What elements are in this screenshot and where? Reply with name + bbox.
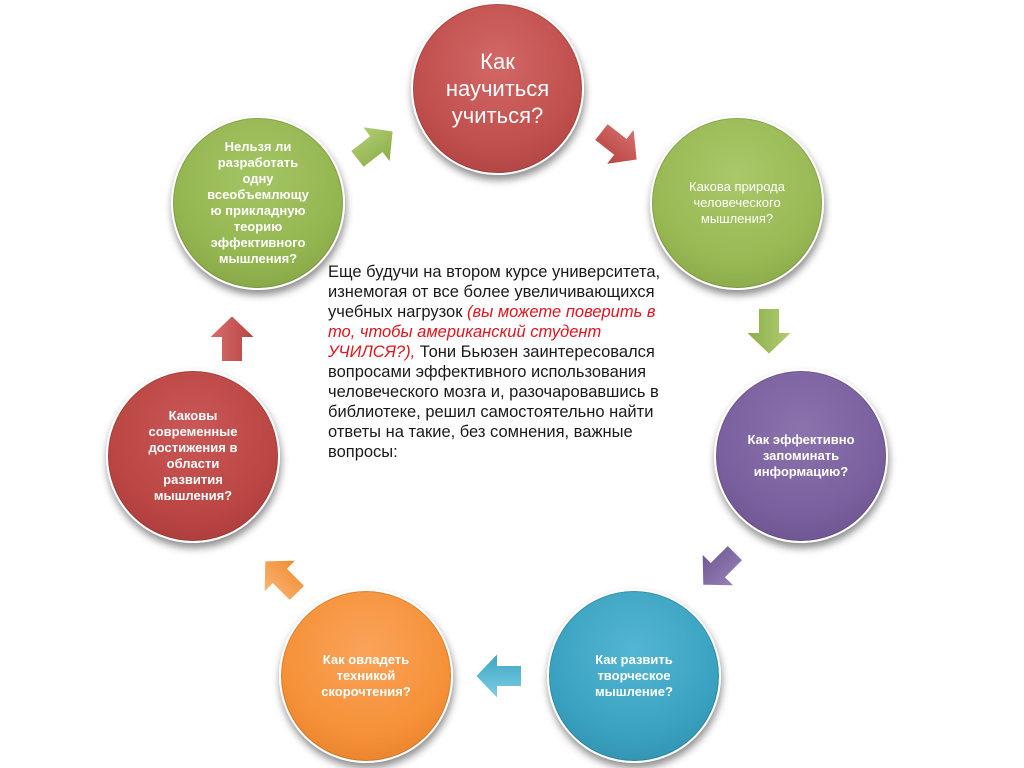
circle-label: Как развить творческое мышление? (595, 652, 673, 699)
arrow-left-to-upper-left (205, 313, 259, 363)
circle-nature-of-thinking: Какова природа человеческого мышления? (650, 116, 824, 290)
circle-speed-reading: Как овладеть техникой скорочтения? (279, 589, 453, 763)
circle-label: Как научиться учиться? (445, 49, 550, 128)
circle-memorize: Как эффективно запоминать информацию? (714, 369, 888, 543)
arrow-bottom-left-to-left (262, 558, 307, 603)
circle-learn-to-learn: Как научиться учиться? (411, 2, 584, 175)
arrow-top-to-upper-right (592, 121, 639, 167)
paragraph-intro: Еще будучи на втором курсе университета,… (328, 263, 661, 321)
circle-label: Каковы современные достижения в области … (148, 408, 238, 503)
circle-creative-thinking: Как развить творческое мышление? (547, 589, 721, 763)
circle-label: Как овладеть техникой скорочтения? (321, 652, 411, 699)
circle-modern-achievements: Каковы современные достижения в области … (106, 369, 280, 543)
arrow-upper-right-to-right (742, 307, 796, 357)
paragraph-outro: Тони Бьюзен заинтересовался вопросами эф… (328, 343, 659, 461)
arrow-bottom-right-to-bottom-left (473, 649, 523, 703)
circle-universal-theory: Нельзя ли разработать одну всеобъемлющу … (171, 116, 345, 290)
arrow-right-to-bottom-right (700, 543, 745, 588)
circle-label: Как эффективно запоминать информацию? (747, 432, 855, 479)
circle-label: Нельзя ли разработать одну всеобъемлющу … (207, 139, 309, 266)
paragraph-aside: (вы можете поверить в то, чтобы американ… (328, 303, 656, 361)
circle-label: Какова природа человеческого мышления? (689, 179, 785, 226)
center-paragraph: Еще будучи на втором курсе университета,… (328, 262, 680, 462)
arrow-upper-left-to-top (348, 124, 395, 170)
